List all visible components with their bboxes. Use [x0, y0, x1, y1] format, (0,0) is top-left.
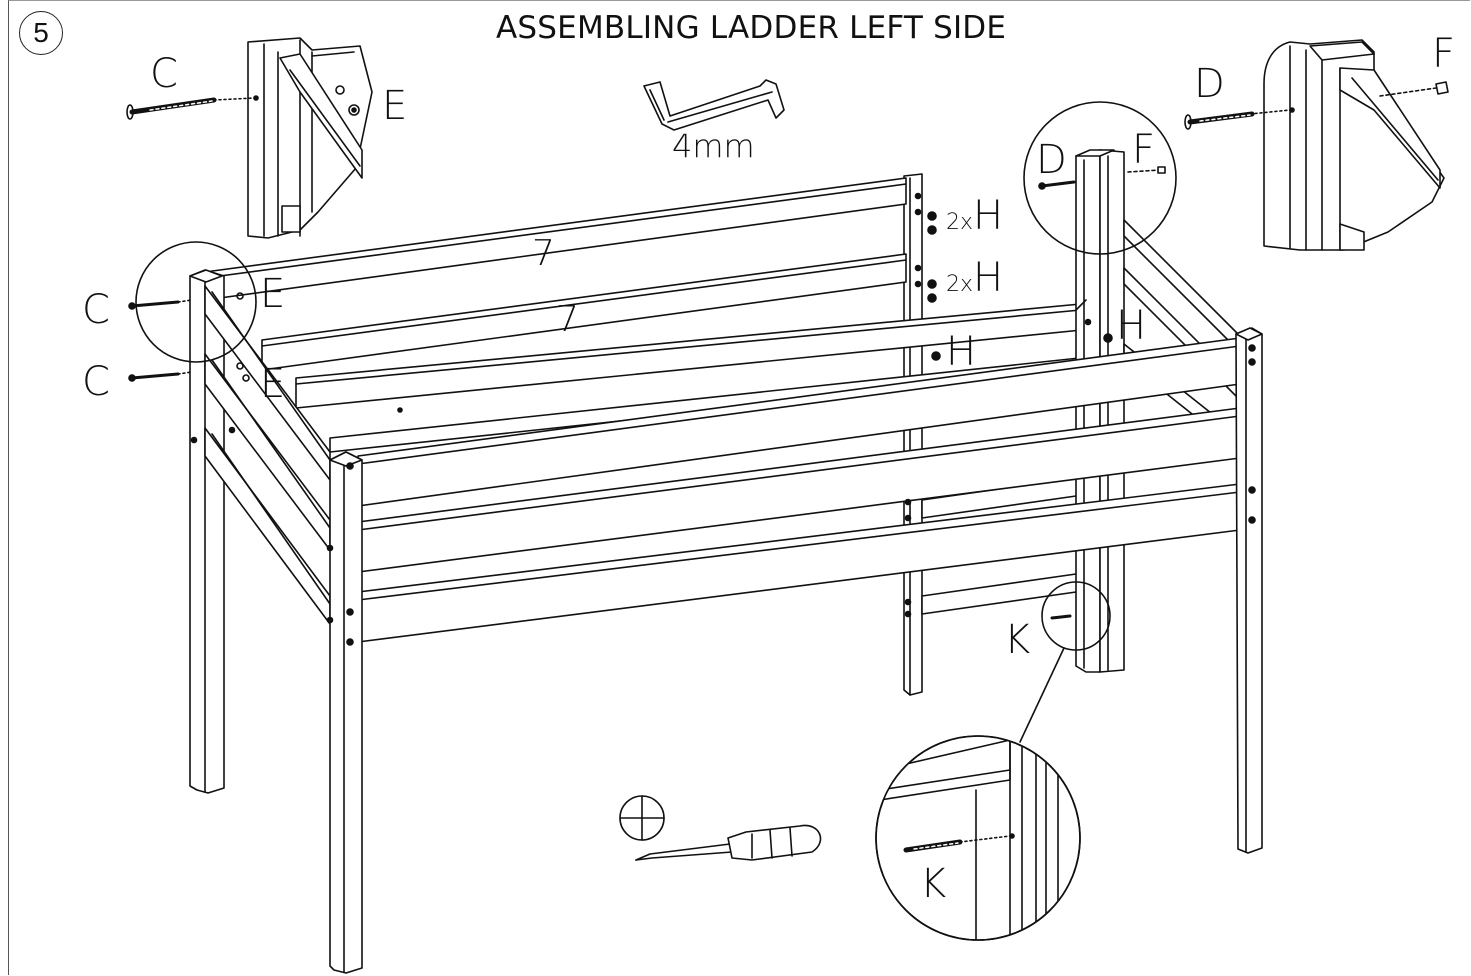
- front-right-leg: [1235, 327, 1263, 854]
- bolt-c-detail: [126, 97, 217, 120]
- label-c-lower: C: [82, 359, 110, 405]
- magnifier-ring-k: [1041, 581, 1111, 651]
- detail-top-right: [1249, 39, 1449, 251]
- bolt-k-main: [1050, 614, 1072, 620]
- h-letter-2: H: [973, 255, 1004, 301]
- ladder-post: [1075, 149, 1125, 673]
- label-rail-top: 7: [532, 233, 555, 274]
- magnifier-ring-left: [135, 241, 257, 363]
- bolt-d-detail: [1184, 111, 1255, 130]
- label-rail-middle: 7: [556, 299, 579, 340]
- label-d-detail: D: [1194, 61, 1225, 107]
- h-multiplier-1: 2x: [946, 210, 974, 235]
- front-left-leg: [190, 436, 363, 974]
- back-left-leg: [189, 269, 225, 794]
- label-f-detail: F: [1432, 31, 1456, 77]
- magnifier-leader-k: [1019, 647, 1065, 743]
- label-e-upper: E: [260, 271, 286, 317]
- bolt-h-marks: [927, 211, 1113, 361]
- back-rail-middle: [261, 253, 907, 371]
- detail-top-left: [213, 37, 373, 239]
- h-letter-1: H: [973, 193, 1004, 239]
- bolt-c-upper: [128, 299, 193, 310]
- allen-key-icon: [643, 79, 785, 131]
- cap-f-main: [1127, 166, 1166, 174]
- label-h-3: H: [946, 329, 977, 375]
- ladder-rung-lower: [921, 571, 1091, 615]
- detail-k: [875, 735, 1081, 941]
- label-c-detail: C: [150, 51, 178, 97]
- label-h-group-2: 2xH: [946, 258, 1003, 298]
- step-number-badge: 5: [19, 11, 63, 55]
- label-k-detail: K: [920, 861, 947, 907]
- label-c-upper: C: [82, 287, 110, 333]
- bolt-c-lower: [128, 371, 193, 382]
- bolt-d-main: [1038, 180, 1076, 190]
- h-multiplier-2: 2x: [946, 272, 974, 297]
- label-k-main: K: [1004, 617, 1031, 663]
- label-d-main: D: [1036, 137, 1067, 183]
- screw-holes: [228, 192, 1092, 618]
- page-frame: [8, 0, 1470, 975]
- label-h-4: H: [1116, 303, 1147, 349]
- phillips-screwdriver-icon: [619, 795, 822, 861]
- magnifier-ring-right: [1023, 101, 1177, 255]
- label-e-detail: E: [382, 83, 408, 129]
- label-e-lower: E: [260, 361, 286, 407]
- label-f-main: F: [1132, 127, 1156, 173]
- allen-key-size-label: 4mm: [672, 127, 755, 165]
- label-h-group-1: 2xH: [946, 196, 1003, 236]
- left-side-rails: [204, 285, 331, 625]
- step-number: 5: [33, 17, 49, 48]
- page-title: ASSEMBLING LADDER LEFT SIDE: [496, 10, 1007, 46]
